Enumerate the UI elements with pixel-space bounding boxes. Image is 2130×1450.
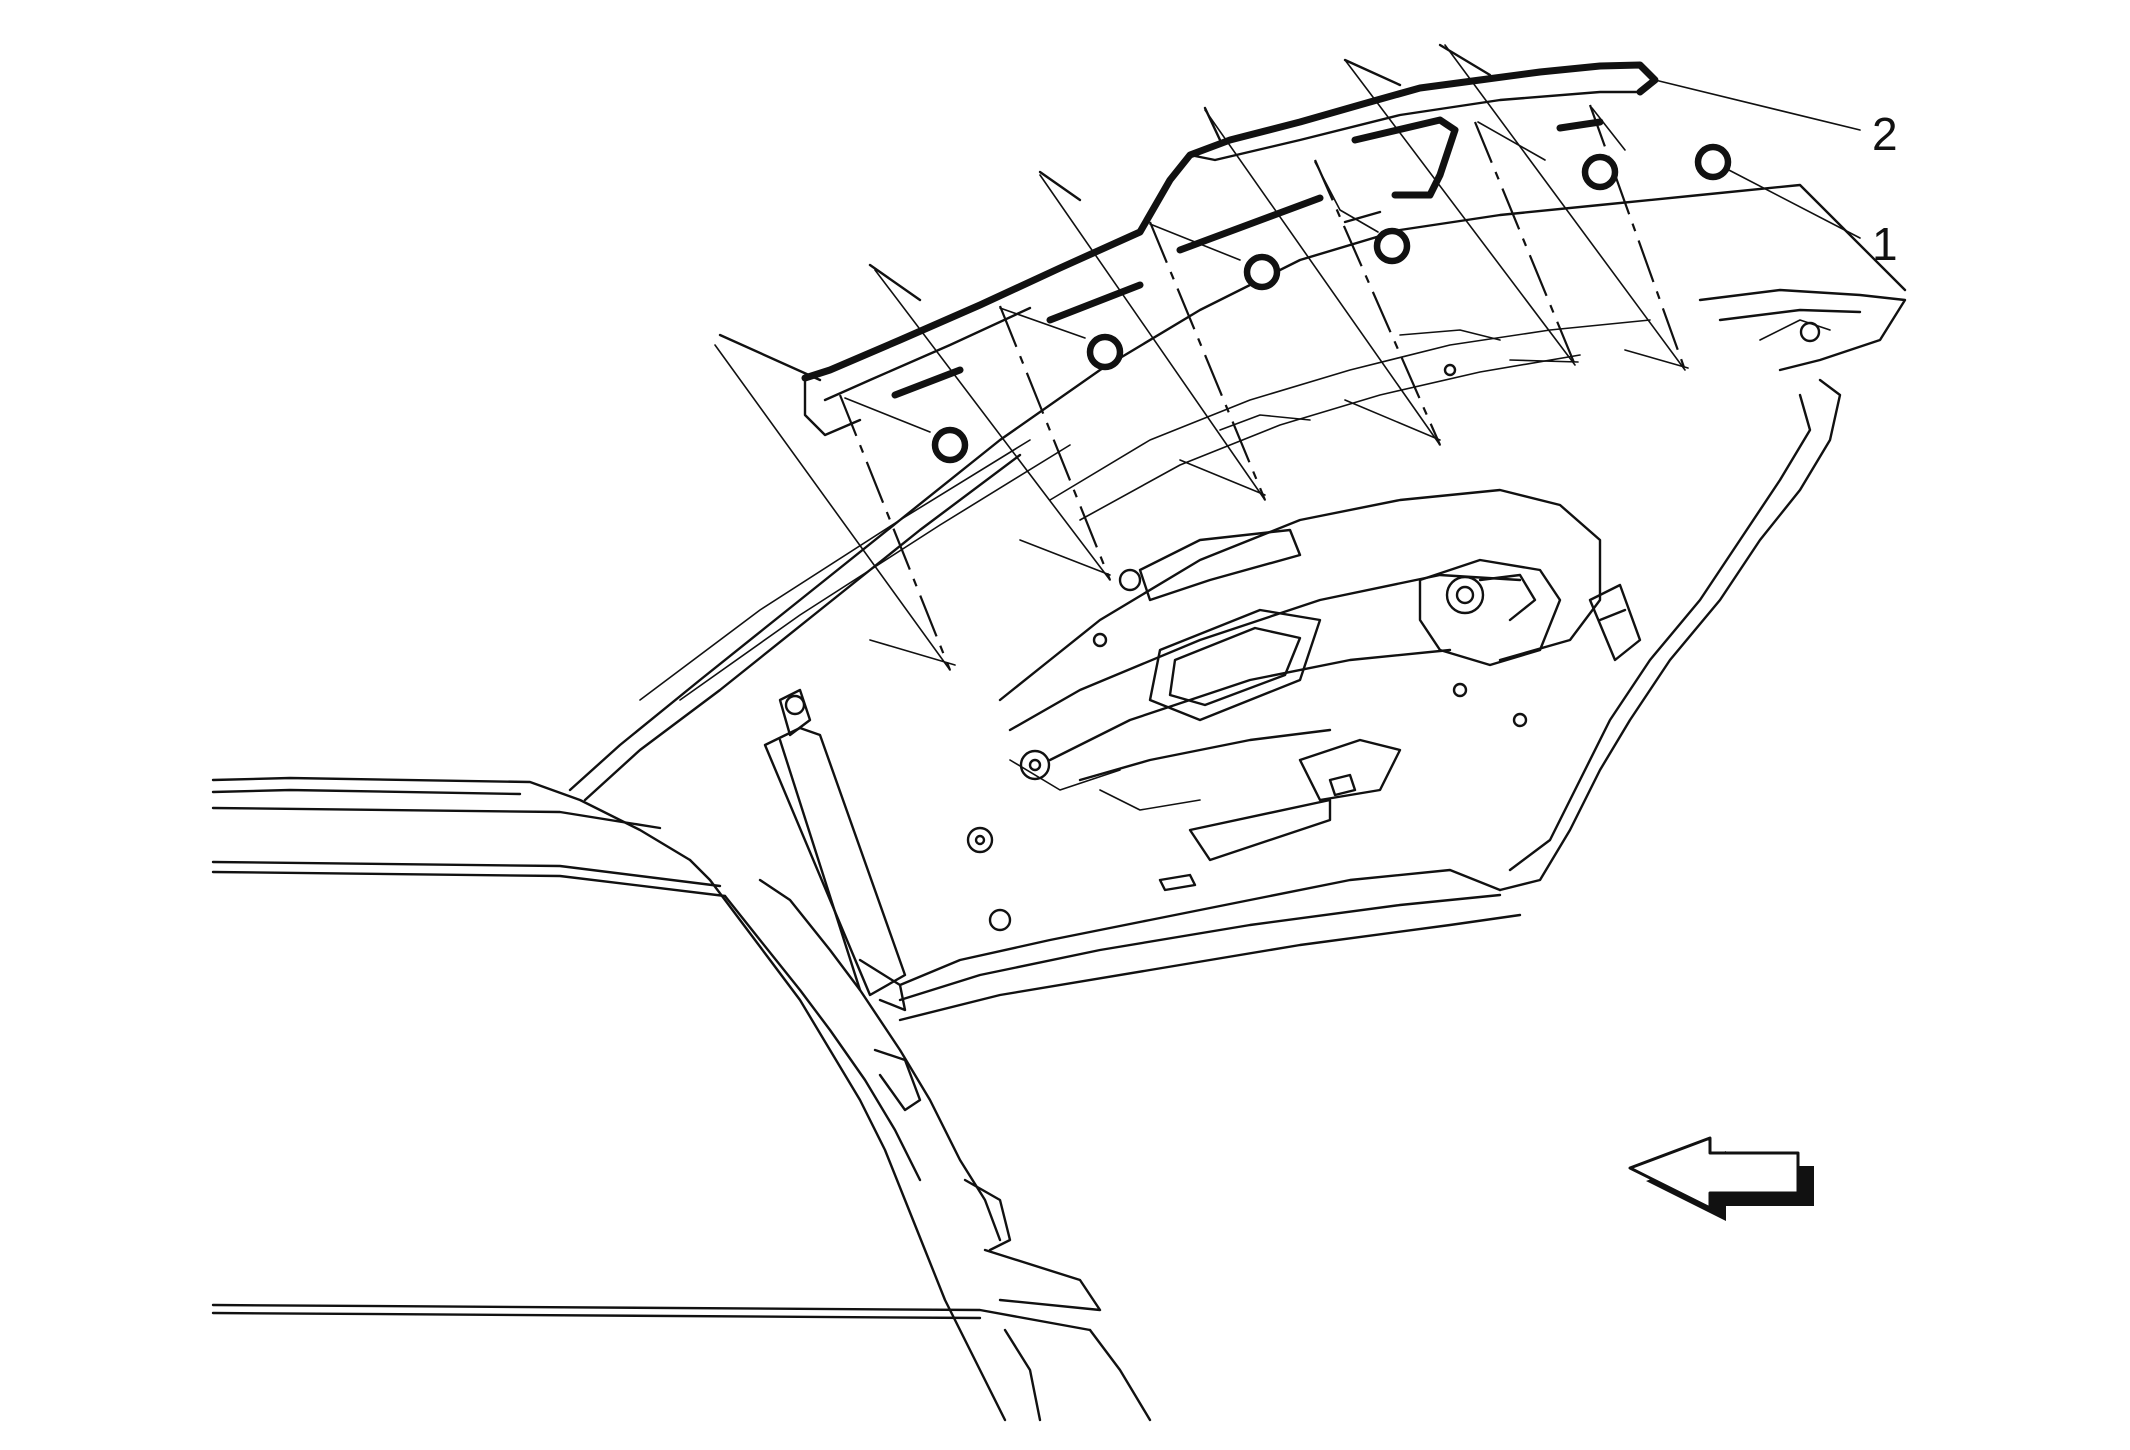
fastener-ring bbox=[931, 426, 969, 464]
arrow-left-icon bbox=[1628, 1136, 1814, 1221]
fastener-ring bbox=[1694, 143, 1732, 181]
lift-strut bbox=[763, 688, 907, 997]
fastener-ring bbox=[1086, 333, 1124, 371]
fastener-ring bbox=[1373, 227, 1411, 265]
deck-lid bbox=[568, 183, 1907, 1022]
fastener-ring bbox=[1581, 153, 1619, 191]
fastener-ring bbox=[1243, 253, 1281, 291]
callout-label-2: 2 bbox=[1872, 108, 1898, 160]
exploded-view-lines bbox=[714, 44, 1689, 671]
fastener-rings bbox=[931, 143, 1732, 464]
rear-spoiler bbox=[718, 43, 1659, 437]
callout-label-1: 1 bbox=[1872, 218, 1898, 270]
callout-2-leader bbox=[1654, 79, 1861, 131]
callouts: 2 1 bbox=[1654, 79, 1898, 270]
vehicle-body bbox=[211, 776, 1152, 1422]
callout-1-leader bbox=[1724, 167, 1861, 239]
